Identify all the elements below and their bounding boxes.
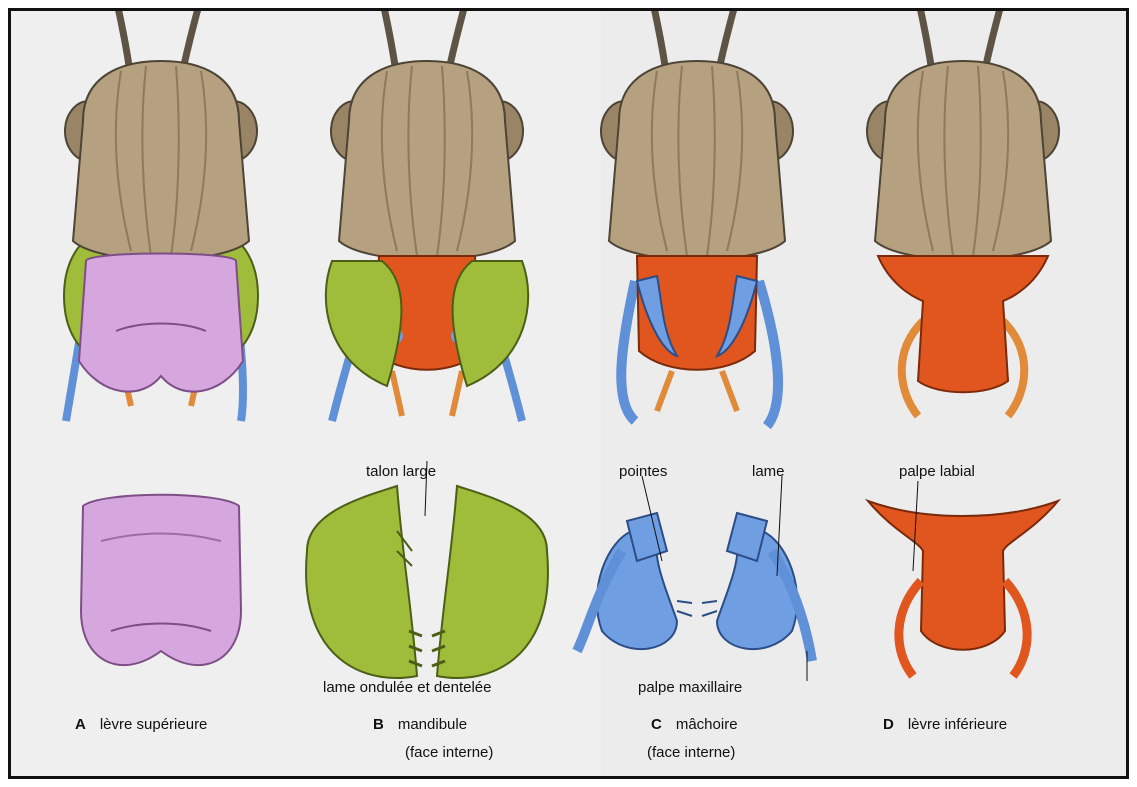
caption-c-title: mâchoire <box>676 716 738 733</box>
caption-d-letter: D <box>883 716 894 733</box>
caption-a-title: lèvre supérieure <box>100 716 208 733</box>
annotation-lame: lame <box>752 463 785 481</box>
caption-a-letter: A <box>75 716 86 733</box>
annotation-lame-ondulee: lame ondulée et dentelée <box>323 679 491 697</box>
caption-b: Bmandibule <box>373 716 467 734</box>
labrum-detail <box>81 495 241 665</box>
caption-b-subtitle: (face interne) <box>405 744 493 761</box>
head-b <box>326 11 528 421</box>
caption-d: Dlèvre inférieure <box>883 716 1007 734</box>
caption-c-letter: C <box>651 716 662 733</box>
annotation-pointes: pointes <box>619 463 667 481</box>
figure-frame: talon large lame ondulée et dentelée poi… <box>8 8 1129 779</box>
illustration <box>11 11 1126 776</box>
caption-a: Alèvre supérieure <box>75 716 207 734</box>
annotation-talon-large: talon large <box>366 463 436 481</box>
head-a <box>64 11 258 421</box>
caption-b-letter: B <box>373 716 384 733</box>
caption-b-title: mandibule <box>398 716 467 733</box>
caption-c: Cmâchoire <box>651 716 738 734</box>
mandibles-detail <box>306 461 548 678</box>
caption-c-subtitle: (face interne) <box>647 744 735 761</box>
annotation-palpe-maxillaire: palpe maxillaire <box>638 679 742 697</box>
annotation-palpe-labial: palpe labial <box>899 463 975 481</box>
caption-d-title: lèvre inférieure <box>908 716 1007 733</box>
